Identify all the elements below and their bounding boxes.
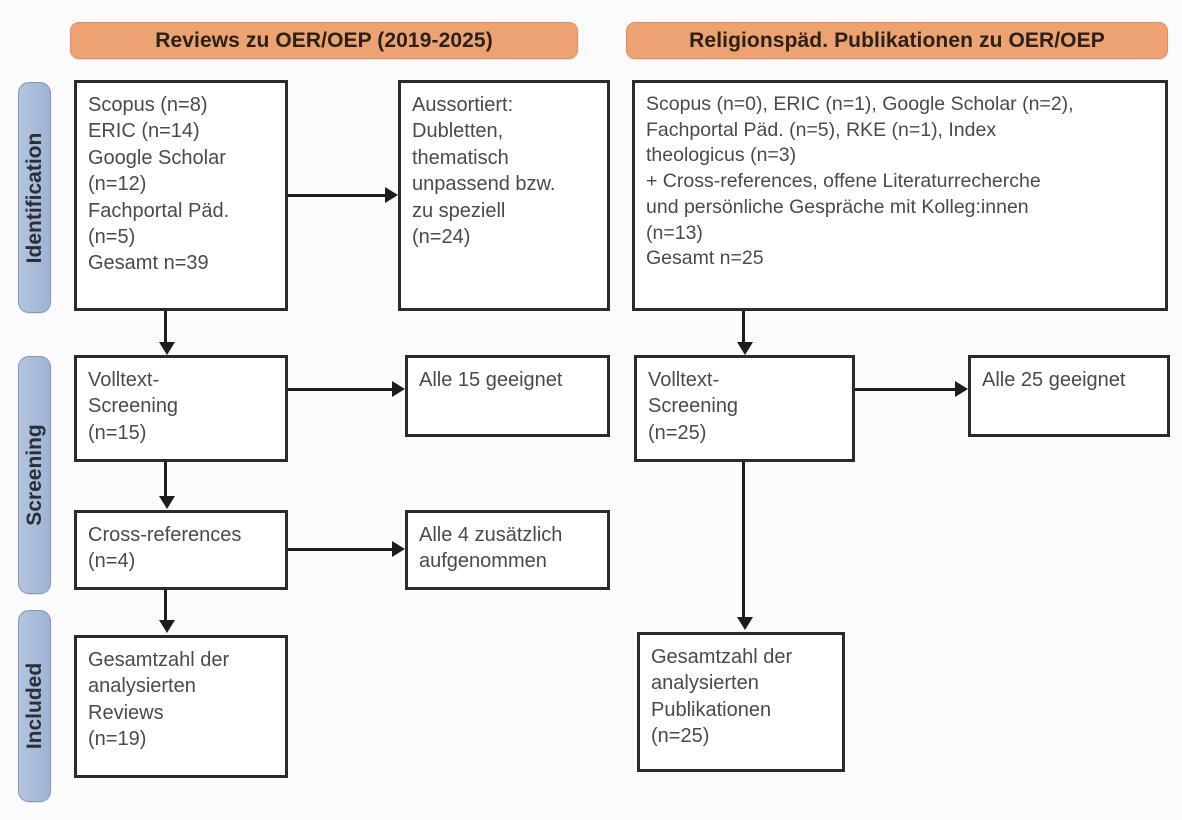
- connector-left-sources-to-fulltext: [164, 311, 167, 344]
- arrowhead-right-fulltext-to-included: [737, 617, 753, 630]
- connector-right-fulltext-to-result: [855, 388, 956, 391]
- box-left-fulltext-screening: Volltext- Screening (n=15): [74, 355, 288, 462]
- stage-label-identification: Identification: [18, 82, 51, 313]
- arrowhead-left-sources-to-excluded: [385, 187, 398, 203]
- box-left-fulltext-result: Alle 15 geeignet: [405, 355, 610, 437]
- connector-left-fulltext-to-result: [288, 388, 393, 391]
- stage-label-included: Included: [18, 610, 51, 802]
- box-right-sources: Scopus (n=0), ERIC (n=1), Google Scholar…: [632, 80, 1168, 311]
- connector-left-crossrefs-to-included: [164, 590, 167, 621]
- box-left-sources: Scopus (n=8) ERIC (n=14) Google Scholar …: [74, 80, 288, 311]
- box-right-fulltext-result: Alle 25 geeignet: [968, 355, 1170, 437]
- connector-right-sources-to-fulltext: [742, 311, 745, 344]
- arrowhead-right-fulltext-to-result: [955, 381, 968, 397]
- arrowhead-right-sources-to-fulltext: [737, 342, 753, 355]
- arrowhead-left-fulltext-to-result: [392, 381, 405, 397]
- box-right-included: Gesamtzahl der analysierten Publikatione…: [637, 632, 845, 772]
- box-left-crossrefs: Cross-references (n=4): [74, 510, 288, 590]
- stage-label-screening-text: Screening: [22, 424, 46, 526]
- stage-label-screening: Screening: [18, 356, 51, 594]
- stage-label-identification-text: Identification: [22, 132, 46, 263]
- box-left-excluded: Aussortiert: Dubletten, thematisch unpas…: [398, 80, 610, 311]
- arrowhead-left-crossrefs-to-result: [392, 541, 405, 557]
- box-left-included: Gesamtzahl der analysierten Reviews (n=1…: [74, 635, 288, 778]
- box-right-fulltext-screening: Volltext- Screening (n=25): [634, 355, 855, 462]
- arrowhead-left-sources-to-fulltext: [159, 342, 175, 355]
- connector-right-fulltext-to-included: [742, 462, 745, 618]
- arrowhead-left-fulltext-to-crossrefs: [159, 496, 175, 509]
- stage-label-included-text: Included: [22, 662, 46, 750]
- connector-left-crossrefs-to-result: [288, 548, 393, 551]
- column-banner-religionspaed: Religionspäd. Publikationen zu OER/OEP: [626, 22, 1168, 59]
- connector-left-sources-to-excluded: [288, 194, 386, 197]
- column-banner-reviews: Reviews zu OER/OEP (2019-2025): [70, 22, 578, 59]
- arrowhead-left-crossrefs-to-included: [159, 620, 175, 633]
- connector-left-fulltext-to-crossrefs: [164, 462, 167, 498]
- box-left-crossrefs-result: Alle 4 zusätzlich aufgenommen: [405, 510, 610, 590]
